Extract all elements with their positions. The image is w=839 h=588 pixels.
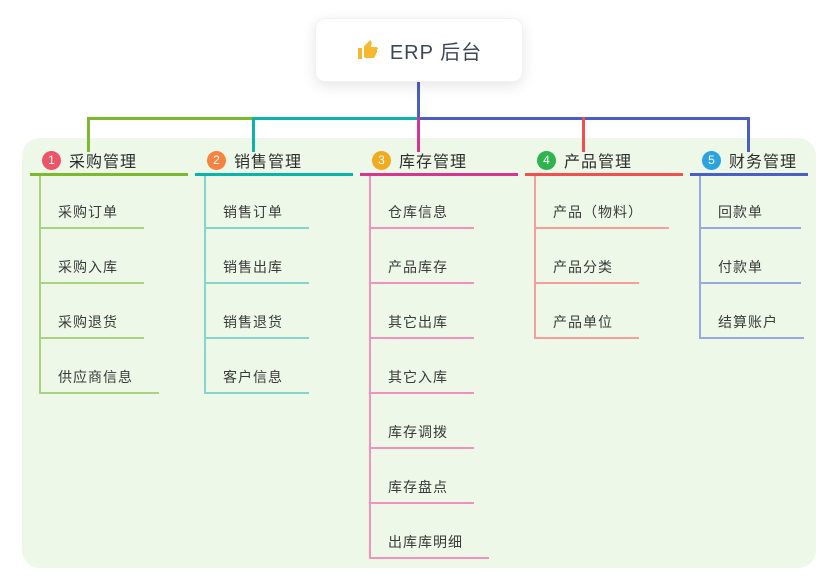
branch-label: 产品管理	[564, 154, 633, 171]
branch-drop-line-3	[417, 117, 420, 152]
sub-item-label: 产品库存	[388, 259, 448, 275]
branch-number-badge: 5	[702, 150, 721, 170]
sub-item[interactable]: 采购订单	[41, 176, 144, 229]
branch-column-2: 2 销售管理销售订单销售出库销售退货客户信息	[195, 147, 353, 394]
sub-item[interactable]: 产品库存	[371, 229, 474, 284]
sub-item[interactable]: 仓库信息	[371, 176, 474, 229]
branch-number-badge: 1	[42, 150, 61, 170]
sub-item[interactable]: 采购入库	[41, 229, 144, 284]
root-node[interactable]: ERP 后台	[315, 18, 523, 82]
branch-node[interactable]: 1 采购管理	[30, 147, 188, 173]
sub-item-label: 结算账户	[718, 314, 778, 330]
thumbs-up-icon	[357, 40, 378, 59]
sub-item[interactable]: 结算账户	[701, 284, 804, 339]
sub-item-label: 其它入库	[388, 369, 448, 385]
sub-item[interactable]: 库存调拨	[371, 394, 474, 449]
branch-drop-line-1	[87, 117, 90, 152]
branch-node[interactable]: 4 产品管理	[525, 147, 683, 173]
branch-node[interactable]: 2 销售管理	[195, 147, 353, 173]
sub-item[interactable]: 付款单	[701, 229, 801, 284]
sub-item-list: 回款单付款单结算账户	[699, 176, 808, 339]
root-connector-line	[417, 82, 420, 119]
branch-underline	[525, 173, 683, 176]
sub-item-label: 付款单	[718, 259, 763, 275]
sub-item-label: 回款单	[718, 204, 763, 220]
sub-item-label: 采购入库	[58, 259, 118, 275]
branches-panel	[22, 138, 816, 568]
branch-number-badge: 4	[537, 150, 556, 170]
bus-segment-teal	[252, 117, 419, 120]
sub-item[interactable]: 其它入库	[371, 339, 474, 394]
sub-item[interactable]: 销售出库	[206, 229, 309, 284]
branch-column-1: 1 采购管理采购订单采购入库采购退货供应商信息	[30, 147, 188, 394]
branch-column-4: 4 产品管理产品（物料） 产品分类产品单位	[525, 147, 683, 339]
branch-label: 采购管理	[69, 154, 138, 171]
sub-item[interactable]: 其它出库	[371, 284, 474, 339]
sub-item-label: 销售出库	[223, 259, 283, 275]
sub-item[interactable]: 采购退货	[41, 284, 144, 339]
sub-item-list: 销售订单销售出库销售退货客户信息	[204, 176, 353, 394]
sub-item-label: 产品分类	[553, 259, 613, 275]
branch-column-5: 5 财务管理回款单付款单结算账户	[690, 147, 808, 339]
sub-item-label: 库存调拨	[388, 424, 448, 440]
sub-item[interactable]: 回款单	[701, 176, 801, 229]
sub-item[interactable]: 出库库明细	[371, 504, 489, 559]
sub-item-label: 其它出库	[388, 314, 448, 330]
branch-number-badge: 2	[207, 150, 226, 170]
branch-column-3: 3 库存管理仓库信息产品库存其它出库其它入库库存调拨库存盘点出库库明细	[360, 147, 518, 559]
branch-node[interactable]: 3 库存管理	[360, 147, 518, 173]
bus-segment-green	[87, 117, 254, 120]
sub-item[interactable]: 库存盘点	[371, 449, 474, 504]
sub-item-label: 销售订单	[223, 204, 283, 220]
sub-item[interactable]: 销售订单	[206, 176, 309, 229]
branch-label: 库存管理	[399, 154, 468, 171]
branch-underline	[360, 173, 518, 176]
branch-underline	[30, 173, 188, 176]
sub-item[interactable]: 客户信息	[206, 339, 309, 394]
sub-item-label: 仓库信息	[388, 204, 448, 220]
branch-label: 销售管理	[234, 154, 303, 171]
sub-item[interactable]: 产品单位	[536, 284, 639, 339]
sub-item-label: 采购订单	[58, 204, 118, 220]
sub-item-label: 出库库明细	[388, 534, 463, 550]
branch-drop-line-4	[582, 117, 585, 152]
branch-drop-line-5	[747, 117, 750, 152]
sub-item-list: 采购订单采购入库采购退货供应商信息	[39, 176, 188, 394]
sub-item-label: 客户信息	[223, 369, 283, 385]
branch-drop-line-2	[252, 117, 255, 152]
sub-item[interactable]: 产品分类	[536, 229, 639, 284]
root-title: ERP 后台	[389, 41, 483, 64]
branch-number-badge: 3	[372, 150, 391, 170]
sub-item-label: 产品单位	[553, 314, 613, 330]
sub-item-label: 供应商信息	[58, 369, 133, 385]
sub-item[interactable]: 销售退货	[206, 284, 309, 339]
sub-item-label: 销售退货	[223, 314, 283, 330]
sub-item[interactable]: 供应商信息	[41, 339, 159, 394]
sub-item[interactable]: 产品（物料）	[536, 176, 669, 229]
sub-item-label: 库存盘点	[388, 479, 448, 495]
sub-item-list: 仓库信息产品库存其它出库其它入库库存调拨库存盘点出库库明细	[369, 176, 518, 559]
sub-item-list: 产品（物料） 产品分类产品单位	[534, 176, 683, 339]
sub-item-label: 采购退货	[58, 314, 118, 330]
branch-underline	[690, 173, 808, 176]
sub-item-label: 产品（物料）	[553, 204, 643, 220]
branch-label: 财务管理	[729, 154, 798, 171]
branch-underline	[195, 173, 353, 176]
branch-node[interactable]: 5 财务管理	[690, 147, 808, 173]
